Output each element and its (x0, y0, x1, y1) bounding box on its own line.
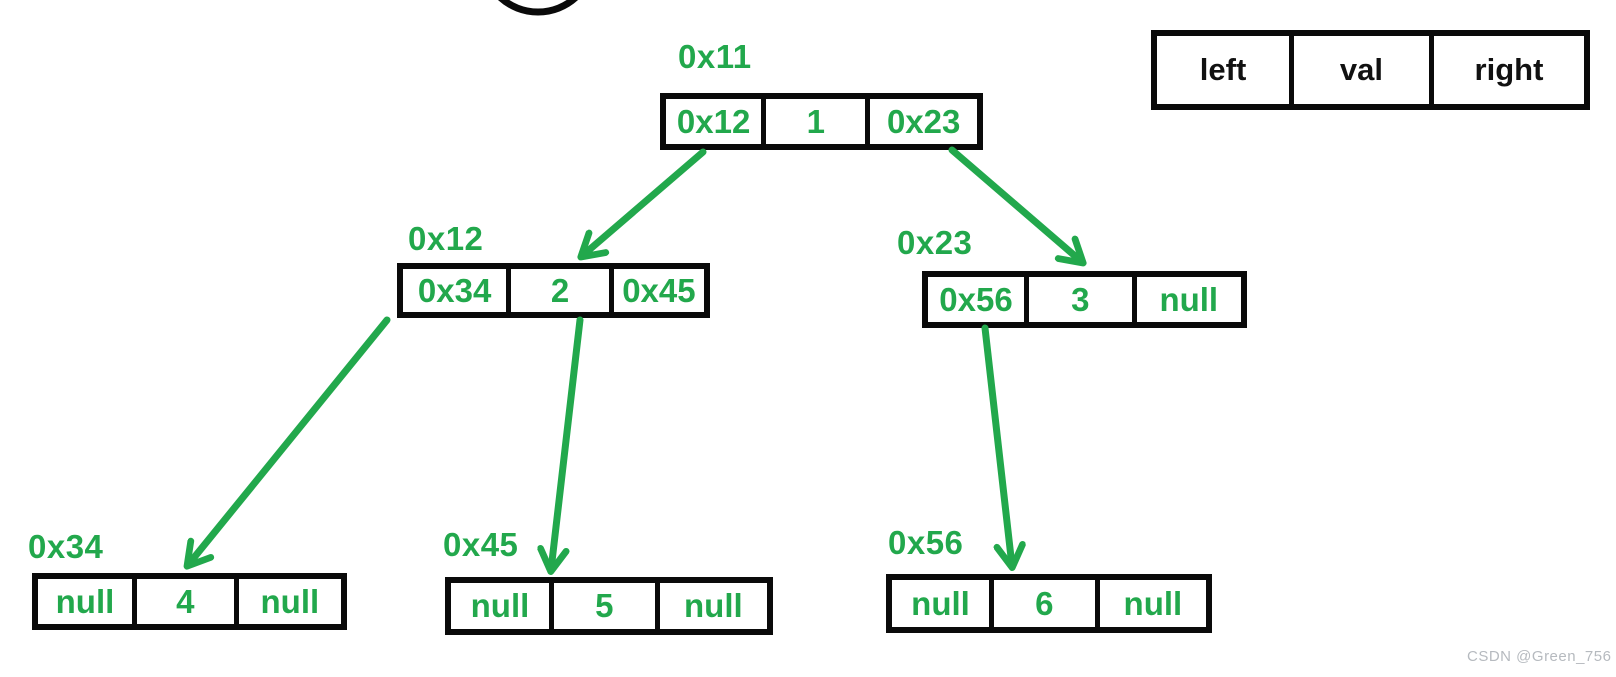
node-0x23: 0x23 0x56 3 null (897, 224, 1247, 328)
node-0x34-address-label: 0x34 (28, 528, 104, 565)
node-0x23-address-label: 0x23 (897, 224, 973, 261)
node-0x23-val-cell: 3 (1029, 277, 1137, 322)
node-0x11-box: 0x12 1 0x23 (660, 93, 983, 150)
node-0x12-right-cell: 0x45 (622, 271, 696, 309)
node-0x12: 0x12 0x34 2 0x45 (397, 220, 710, 318)
node-0x12-left-cell: 0x34 (403, 269, 512, 312)
node-0x45: 0x45 null 5 null (443, 526, 773, 635)
edge-0x12-right-to-0x45 (551, 316, 584, 570)
node-0x45-val-cell: 5 (554, 583, 660, 629)
node-0x34-val-cell: 4 (137, 579, 239, 624)
edge-0x12-left-to-0x34 (188, 316, 391, 565)
node-0x23-box: 0x56 3 null (922, 271, 1247, 328)
node-0x34-right-cell: null (260, 582, 320, 620)
node-0x56-address-label: 0x56 (888, 524, 964, 561)
node-0x56-box: null 6 null (886, 574, 1212, 633)
node-0x11-val-cell: 1 (766, 99, 871, 144)
legend-val-cell: val (1294, 36, 1434, 104)
legend: left val right (1151, 30, 1590, 110)
csdn-watermark: CSDN @Green_756 (1467, 648, 1612, 665)
node-0x34-left-cell: null (38, 579, 137, 624)
node-0x56: 0x56 null 6 null (886, 524, 1212, 633)
node-0x45-box: null 5 null (445, 577, 773, 635)
node-0x11: 0x11 0x12 1 0x23 (660, 38, 983, 150)
edge-0x23-left-to-0x56 (981, 324, 1012, 566)
node-0x45-right-cell: null (684, 587, 743, 624)
node-0x11-left-cell: 0x12 (666, 99, 767, 144)
node-0x45-address-label: 0x45 (443, 526, 519, 563)
node-0x23-right-cell: null (1159, 280, 1219, 318)
node-0x23-left-cell: 0x56 (928, 277, 1030, 322)
legend-box: left val right (1151, 30, 1590, 110)
circle-arc (497, 0, 579, 16)
node-0x11-right-cell: 0x23 (886, 102, 961, 140)
node-0x11-address-label: 0x11 (678, 38, 752, 75)
node-0x34: 0x34 null 4 null (28, 528, 347, 630)
legend-right-cell: right (1474, 52, 1544, 87)
node-0x56-val-cell: 6 (994, 580, 1100, 627)
node-0x12-address-label: 0x12 (408, 220, 484, 257)
node-0x34-box: null 4 null (32, 573, 347, 630)
node-0x12-val-cell: 2 (511, 269, 614, 312)
node-0x45-left-cell: null (451, 583, 554, 629)
node-0x12-box: 0x34 2 0x45 (397, 263, 710, 318)
node-0x56-right-cell: null (1123, 584, 1183, 622)
node-0x56-left-cell: null (892, 580, 994, 627)
edge-0x11-left-to-0x12 (582, 148, 707, 256)
legend-left-cell: left (1157, 36, 1295, 104)
